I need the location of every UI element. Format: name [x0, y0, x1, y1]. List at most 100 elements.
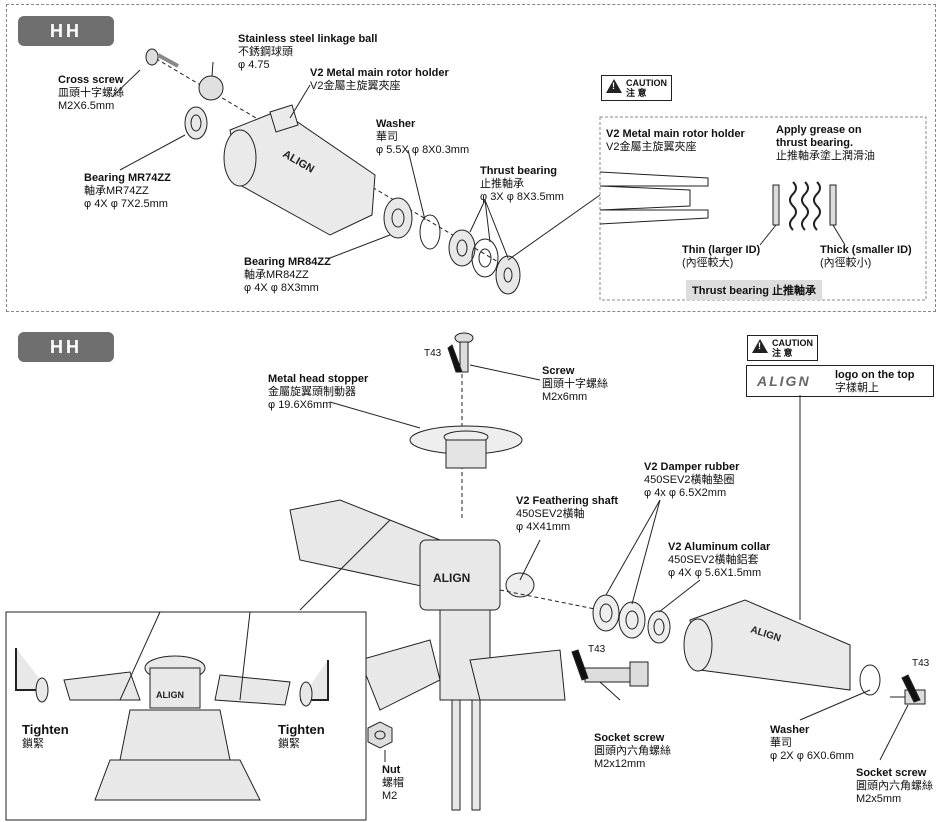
socket-screw-2-spec: M2x5mm [856, 793, 902, 805]
socket-screw-right-icon [890, 689, 926, 705]
bearing-mr74-zh: 軸承MR74ZZ [84, 185, 149, 197]
label-feathering-shaft: V2 Feathering shaft 450SEV2橫軸 φ 4X41mm [516, 495, 618, 534]
linkage-ball-zh: 不銹鋼球頭 [238, 46, 293, 58]
inset-thin-bearing-icon [772, 181, 837, 231]
socket-screw-1-spec: M2x12mm [594, 758, 646, 770]
inset-grease-label: Apply grease on thrust bearing. 止推軸承塗上潤滑… [776, 124, 875, 163]
top-section-frame [6, 4, 936, 312]
washer-icon [419, 214, 441, 250]
thrust-bearing-title: Thrust bearing [480, 165, 558, 177]
threadlock-right-icon [901, 674, 921, 703]
threadlock-top-icon [447, 344, 463, 373]
thrust-bearing-icon [448, 229, 521, 295]
caution-badge-bottom: CAUTION 注 意 [747, 335, 818, 361]
nut-spec: M2 [382, 790, 398, 802]
screw-title: Screw [542, 365, 575, 377]
head-stopper-zh: 金屬旋翼頭制動器 [268, 386, 356, 398]
label-tighten-right: Tighten 鎖緊 [278, 722, 325, 752]
washer-bottom-spec: φ 2X φ 6X0.6mm [770, 750, 854, 762]
bearing-mr74-icon [184, 106, 208, 140]
svg-text:ALIGN: ALIGN [433, 571, 470, 585]
screw-zh: 圓頭十字螺絲 [542, 378, 608, 390]
label-nut: Nut 螺帽 M2 [382, 764, 404, 803]
washer-top-zh: 華司 [376, 131, 398, 143]
tighten-right-title: Tighten [278, 722, 325, 737]
caution-badge-top: CAUTION 注 意 [601, 75, 672, 101]
label-tighten-left: Tighten 鎖緊 [22, 722, 69, 752]
label-bearing-mr74: Bearing MR74ZZ 軸承MR74ZZ φ 4X φ 7X2.5mm [84, 172, 171, 211]
inset-grease-zh: 止推軸承塗上潤滑油 [776, 150, 875, 162]
thrust-bearing-spec: φ 3X φ 8X3.5mm [480, 191, 564, 203]
warning-icon [606, 79, 622, 93]
logo-note-zh: 字樣朝上 [835, 382, 879, 394]
head-stopper-spec: φ 19.6X6mm [268, 399, 332, 411]
nut-zh: 螺帽 [382, 777, 404, 789]
socket-screw-mid-icon [584, 661, 649, 687]
inset-thick-title: Thick (smaller ID) [820, 244, 912, 256]
washer-bottom-title: Washer [770, 724, 810, 736]
bearing-mr84-icon [383, 197, 413, 239]
right-rotor-holder-icon: ALIGN [683, 599, 851, 691]
logo-note-text: logo on the top 字樣朝上 [835, 369, 914, 395]
inset-thick-zh: (內徑較小) [820, 257, 872, 269]
bearing-mr84-zh: 軸承MR84ZZ [244, 269, 309, 281]
socket-screw-2-title: Socket screw [856, 767, 927, 779]
label-cross-screw: Cross screw 皿頭十字螺絲 M2X6.5mm [58, 74, 124, 113]
nut-title: Nut [382, 764, 401, 776]
inset-holder-zh: V2金屬主旋翼夾座 [606, 141, 697, 153]
label-bearing-mr84: Bearing MR84ZZ 軸承MR84ZZ φ 4X φ 8X3mm [244, 256, 331, 295]
right-washer-icon [859, 664, 881, 696]
inset-thin-title: Thin (larger ID) [682, 244, 761, 256]
damper-rubber-spec: φ 4x φ 6.5X2mm [644, 487, 727, 499]
aluminum-collar-icon [647, 610, 671, 644]
nut-icon [367, 721, 393, 749]
main-rotor-holder-zh: V2金屬主旋翼夾座 [310, 80, 401, 92]
inset-grease-title2: thrust bearing. [776, 137, 854, 149]
bottom-hh-badge: HH [18, 332, 114, 362]
inset-thrust-footer: Thrust bearing 止推軸承 [686, 280, 823, 300]
washer-top-title: Washer [376, 118, 416, 130]
label-socket-screw-1: Socket screw 圓頭內六角螺絲 M2x12mm [594, 732, 671, 771]
cross-screw-zh: 皿頭十字螺絲 [58, 87, 124, 99]
washer-top-spec: φ 5.5X φ 8X0.3mm [376, 144, 470, 156]
align-logo: ALIGN [757, 373, 811, 389]
main-rotor-holder-icon: ALIGN [223, 104, 376, 236]
linkage-ball-icon [198, 75, 224, 101]
caution-bottom-en: CAUTION [772, 338, 813, 348]
top-hh-badge: HH [18, 16, 114, 46]
cross-screw-title: Cross screw [58, 74, 124, 86]
t43-top-label: T43 [424, 348, 442, 359]
socket-screw-2-zh: 圓頭內六角螺絲 [856, 780, 933, 792]
t43-mid-label: T43 [588, 644, 606, 655]
linkage-ball-spec: φ 4.75 [238, 59, 270, 71]
bearing-mr74-spec: φ 4X φ 7X2.5mm [84, 198, 168, 210]
label-thrust-bearing: Thrust bearing 止推軸承 φ 3X φ 8X3.5mm [480, 165, 564, 204]
top-screw-icon [454, 332, 474, 373]
feathering-shaft-title: V2 Feathering shaft [516, 495, 619, 507]
label-aluminum-collar: V2 Aluminum collar 450SEV2橫軸鋁套 φ 4X φ 5.… [668, 541, 770, 580]
linkage-ball-title: Stainless steel linkage ball [238, 33, 378, 45]
caution-top-zh: 注 意 [626, 88, 647, 98]
washer-bottom-zh: 華司 [770, 737, 792, 749]
label-washer-bottom: Washer 華司 φ 2X φ 6X0.6mm [770, 724, 854, 763]
label-socket-screw-2: Socket screw 圓頭內六角螺絲 M2x5mm [856, 767, 933, 806]
aluminum-collar-title: V2 Aluminum collar [668, 541, 771, 553]
tighten-left-zh: 鎖緊 [22, 738, 44, 750]
warning-icon [752, 339, 768, 353]
damper-rubber-title: V2 Damper rubber [644, 461, 740, 473]
inset-thick-label: Thick (smaller ID) (內徑較小) [820, 244, 912, 270]
caution-bottom-zh: 注 意 [772, 348, 793, 358]
caution-top-en: CAUTION [626, 78, 667, 88]
damper-rubber-icon [592, 594, 646, 639]
cross-screw-icon [145, 48, 179, 68]
damper-rubber-zh: 450SEV2橫軸墊圈 [644, 474, 735, 486]
thrust-inset-frame [599, 116, 927, 301]
aluminum-collar-zh: 450SEV2橫軸鋁套 [668, 554, 759, 566]
tighten-inset-drawing: ALIGN [15, 648, 329, 801]
inset-thin-zh: (內徑較大) [682, 257, 734, 269]
t43-right-label: T43 [912, 658, 930, 669]
label-screw: Screw 圓頭十字螺絲 M2x6mm [542, 365, 608, 404]
socket-screw-1-title: Socket screw [594, 732, 665, 744]
main-rotor-holder-title: V2 Metal main rotor holder [310, 67, 449, 79]
